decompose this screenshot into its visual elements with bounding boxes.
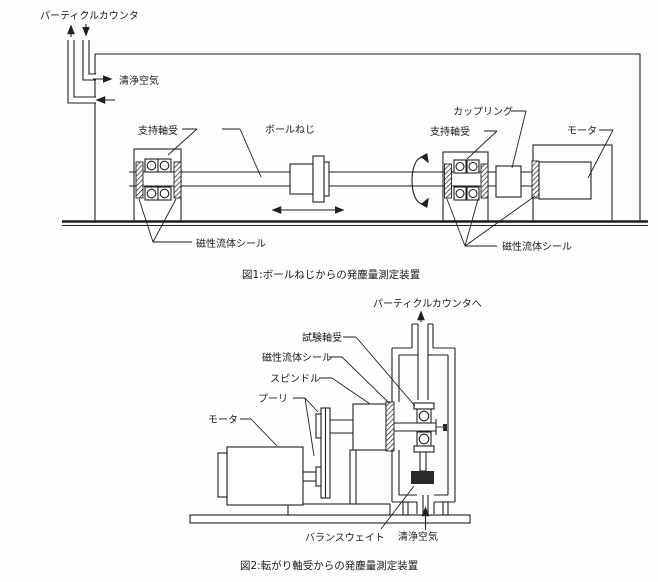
fig1-label-seal-right: 磁性流体シール (502, 240, 572, 253)
fig1-ball-nut (289, 155, 330, 203)
fig1-label-seal-left: 磁性流体シール (196, 237, 266, 250)
fig2-chamber-leg (442, 501, 449, 516)
fig2-platform (287, 503, 391, 516)
fig2-label-test-bearing: 試験軸受 (302, 331, 342, 344)
fig1-caption: 図1:ボールねじからの発塵量測定装置 (242, 268, 420, 281)
fig1-ball-screw-shaft (129, 171, 532, 187)
fig2-spindle-support (349, 449, 357, 505)
fig1-label-support-bearing-right: 支持軸受 (430, 125, 470, 138)
fig1-label-support-bearing-left: 支持軸受 (138, 124, 178, 137)
fig1-support-bearing-left (133, 148, 182, 222)
fig2-spindle-housing (352, 403, 387, 451)
fig2-label-clean-air: 清浄空気 (398, 530, 438, 543)
fig2-top-port (411, 323, 434, 400)
fig2-spindle (330, 401, 395, 452)
fig1-support-bearing-right (442, 151, 489, 222)
fig2-label-seal: 磁性流体シール (262, 351, 332, 364)
fig2-label-motor: モータ (208, 414, 238, 426)
fig2-belt-and-pulleys (315, 407, 331, 499)
fig1-leader-lines (138, 110, 614, 247)
fig1-motor-body (538, 161, 592, 200)
figure1-ball-screw-rig: パーティクルカウンタ 清浄空気 支持軸受 ボールねじ カップリング 支持軸受 モ… (40, 10, 648, 281)
magnetic-seal (385, 401, 395, 452)
magnetic-seal (480, 163, 489, 199)
fig1-motor-assembly (531, 144, 613, 222)
fig2-test-bearing-assembly (394, 402, 447, 484)
fig2-chamber-leg (402, 501, 409, 516)
fig2-weight-stem (419, 451, 427, 472)
fig1-sampling-tubes (67, 40, 96, 104)
magnetic-seal (173, 161, 182, 199)
fig2-chamber (391, 347, 456, 516)
fig2-label-to-particle-counter: パーティクルカウンタへ (373, 298, 482, 310)
fig2-pulley-lower (315, 466, 322, 487)
fig1-label-coupling: カップリング (453, 105, 513, 118)
fig1-rotation-arrow-icon (411, 152, 429, 209)
magnetic-seal (444, 163, 452, 199)
fig2-bottom-port (416, 495, 435, 514)
magnetic-seal (135, 161, 144, 199)
fig2-label-spindle: スピンドル (270, 373, 320, 385)
fig1-label-particle-counter: パーティクルカウンタ (40, 10, 139, 22)
fig1-enclosure-box (94, 53, 641, 221)
fig1-label-ball-screw: ボールねじ (265, 124, 315, 136)
fig2-leader-lines (240, 336, 416, 530)
fig2-balance-weight (411, 471, 434, 484)
fig2-pulley-upper (315, 413, 322, 439)
fig1-label-motor: モータ (567, 125, 597, 137)
fig2-motor (217, 446, 316, 506)
fig1-coupling (495, 165, 522, 198)
fig2-base-plate (189, 514, 471, 524)
fig1-floor (62, 220, 648, 226)
fig2-caption: 図2:転がり軸受からの発塵量測定装置 (240, 559, 418, 572)
fig1-label-clean-air: 清浄空気 (119, 74, 159, 87)
fig2-label-balance-weight: バランスウェイト (305, 532, 385, 544)
fig2-label-pulley: プーリ (258, 393, 288, 405)
figure2-rolling-bearing-rig: パーティクルカウンタへ 試験軸受 磁性流体シール スピンドル プーリ モータ バ… (189, 298, 482, 572)
magnetic-seal (531, 160, 540, 199)
